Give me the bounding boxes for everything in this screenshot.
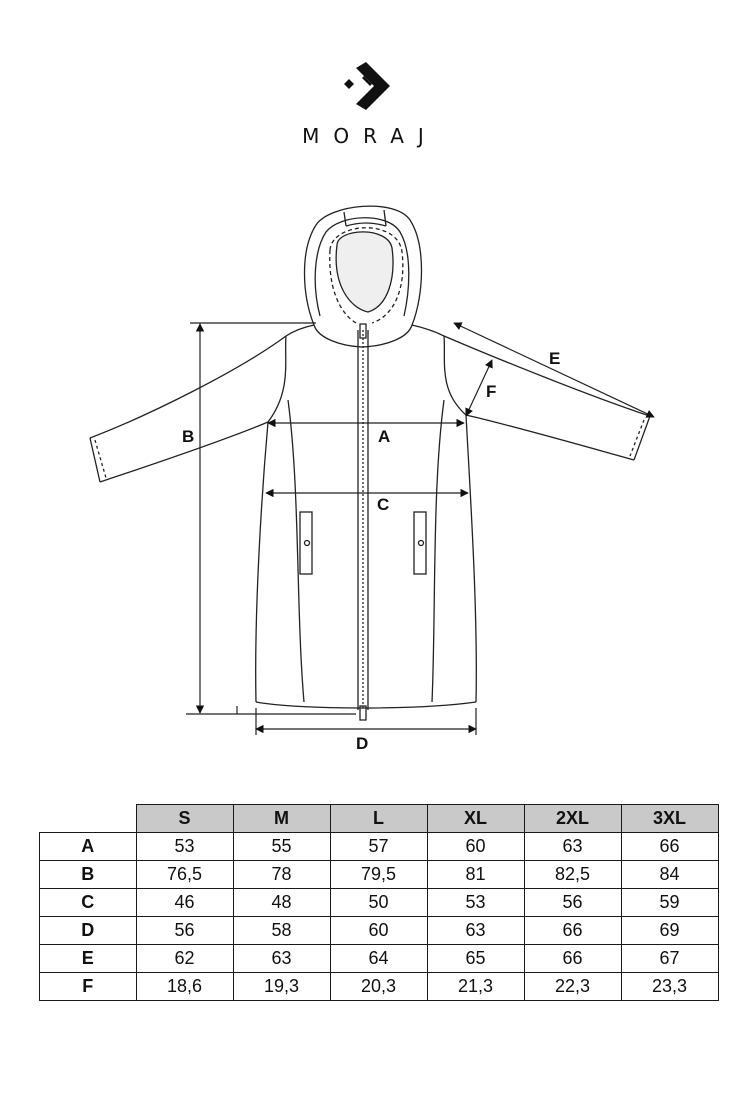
table-cell: 60	[426, 832, 525, 861]
row-label: F	[39, 972, 137, 1001]
label-f: F	[486, 382, 496, 401]
row-label: D	[39, 916, 137, 945]
table-cell: 81	[426, 860, 525, 889]
table-cell: 55	[232, 832, 331, 861]
table-cell: 79,5	[329, 860, 428, 889]
table-cell: 57	[329, 832, 428, 861]
table-row: B 76,5 78 79,5 81 82,5 84	[39, 860, 719, 889]
table-cell: 53	[426, 888, 525, 917]
table-row: C 46 48 50 53 56 59	[39, 888, 719, 917]
table-corner	[40, 805, 137, 833]
table-cell: 69	[620, 916, 719, 945]
table-cell: 65	[426, 944, 525, 973]
table-cell: 56	[523, 888, 622, 917]
table-cell: 76,5	[135, 860, 234, 889]
jacket-diagram: A B C D E F	[89, 205, 655, 753]
size-header: L	[329, 804, 428, 833]
label-c: C	[377, 495, 389, 514]
size-header: M	[232, 804, 331, 833]
label-a: A	[378, 427, 390, 446]
table-cell: 66	[523, 944, 622, 973]
label-b: B	[182, 427, 194, 446]
table-cell: 60	[329, 916, 428, 945]
table-cell: 18,6	[135, 972, 234, 1001]
table-cell: 46	[135, 888, 234, 917]
table-cell: 84	[620, 860, 719, 889]
table-cell: 48	[232, 888, 331, 917]
table-row: E 62 63 64 65 66 67	[39, 944, 719, 973]
row-label: C	[39, 888, 137, 917]
table-cell: 66	[620, 832, 719, 861]
table-row: D 56 58 60 63 66 69	[39, 916, 719, 945]
table-cell: 19,3	[232, 972, 331, 1001]
label-d: D	[356, 734, 368, 753]
label-e: E	[549, 349, 560, 368]
size-header: 2XL	[523, 804, 622, 833]
brand-name: MORAJ	[302, 124, 438, 148]
row-label: B	[39, 860, 137, 889]
table-cell: 58	[232, 916, 331, 945]
table-cell: 21,3	[426, 972, 525, 1001]
table-cell: 56	[135, 916, 234, 945]
size-table: S M L XL 2XL 3XL A 53 55 57 60 63 66 B 7…	[39, 804, 719, 1001]
size-header-row: S M L XL 2XL 3XL	[40, 804, 719, 833]
table-cell: 53	[135, 832, 234, 861]
row-label: A	[39, 832, 137, 861]
table-cell: 63	[232, 944, 331, 973]
row-label: E	[39, 944, 137, 973]
table-cell: 67	[620, 944, 719, 973]
table-cell: 20,3	[329, 972, 428, 1001]
table-cell: 63	[523, 832, 622, 861]
size-header: S	[135, 804, 234, 833]
table-cell: 78	[232, 860, 331, 889]
table-row: A 53 55 57 60 63 66	[39, 832, 719, 861]
table-cell: 82,5	[523, 860, 622, 889]
size-header: XL	[426, 804, 525, 833]
table-row: F 18,6 19,3 20,3 21,3 22,3 23,3	[39, 972, 719, 1001]
table-cell: 63	[426, 916, 525, 945]
table-cell: 62	[135, 944, 234, 973]
table-cell: 59	[620, 888, 719, 917]
size-header: 3XL	[620, 804, 719, 833]
table-cell: 50	[329, 888, 428, 917]
table-cell: 23,3	[620, 972, 719, 1001]
table-cell: 66	[523, 916, 622, 945]
moraj-logo-icon	[344, 62, 390, 110]
table-cell: 22,3	[523, 972, 622, 1001]
table-cell: 64	[329, 944, 428, 973]
